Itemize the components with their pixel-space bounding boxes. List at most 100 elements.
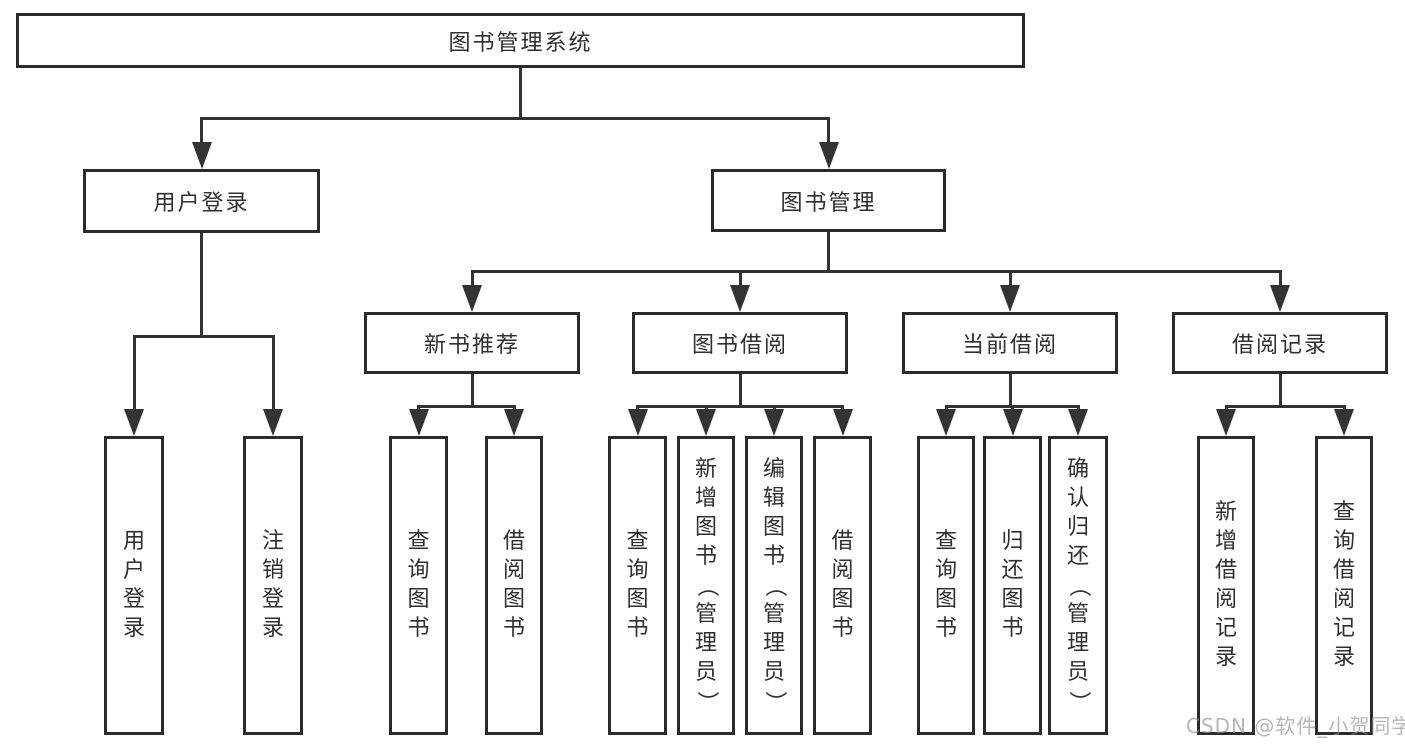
arrowhead-down-icon [263, 409, 283, 436]
diagram-node-nb_query: 查询图书 [389, 436, 448, 735]
node-label-char: 询 [626, 558, 649, 583]
node-label-char: 管 [762, 601, 785, 627]
node-label-char: 查 [934, 529, 957, 554]
node-label-char: 借 [831, 529, 854, 554]
edge-drop-bookmgmt [827, 117, 830, 146]
node-label-char: 注 [261, 529, 284, 554]
node-label-char: 书 [934, 616, 957, 641]
node-label-char: （ [1066, 574, 1091, 597]
node-label-char: 书 [762, 543, 785, 569]
arrowhead-down-icon [1334, 409, 1354, 436]
diagram-node-br_add: 新增借阅记录 [1197, 436, 1255, 735]
node-label-char: 归 [1001, 529, 1024, 554]
arrowhead-down-icon [1068, 409, 1088, 436]
arrowhead-down-icon [696, 409, 716, 436]
diagram-node-bb_edit: 编辑图书（管理员） [745, 436, 803, 735]
node-label-char: 还 [1066, 543, 1089, 569]
node-label-char: 书 [694, 543, 717, 569]
node-label-char: 认 [1066, 485, 1089, 511]
node-label-char: 录 [122, 616, 145, 641]
node-label-char: 编 [762, 456, 785, 482]
arrowhead-down-icon [832, 409, 853, 436]
node-label-char: 图 [502, 587, 525, 612]
arrowhead-down-icon [730, 285, 750, 312]
arrowhead-down-icon [191, 142, 212, 169]
edge-trunk-newbook [417, 405, 516, 408]
node-label-char: 归 [1066, 514, 1089, 540]
diagram-node-userlogin: 用户登录 [104, 436, 164, 735]
node-label-char: 查 [1332, 500, 1355, 525]
node-label-char: 用 [122, 529, 145, 554]
arrowhead-down-icon [408, 409, 429, 436]
node-label-char: 书 [407, 616, 430, 641]
node-label-char: 录 [1332, 645, 1355, 670]
diagram-node-cb_return: 归还图书 [983, 436, 1042, 735]
node-label: 图书管理系统 [448, 30, 593, 56]
node-label-char: 借 [1332, 558, 1355, 583]
arrowhead-down-icon [627, 409, 648, 436]
node-label-char: 管 [1066, 601, 1089, 627]
node-label-char: ） [1066, 690, 1091, 713]
diagram-node-borrowrec: 借阅记录 [1172, 312, 1388, 374]
node-label-char: 新 [694, 456, 717, 482]
node-label: 当前借阅 [961, 333, 1058, 358]
diagram-node-bookmgmt: 图书管理 [711, 169, 946, 232]
node-label-char: 理 [1066, 630, 1089, 656]
edge-trunk-bookborrow [636, 405, 844, 408]
node-label-char: 图 [831, 587, 854, 612]
node-label-char: 书 [1001, 616, 1024, 641]
node-label-char: 登 [261, 587, 284, 612]
arrowhead-down-icon [936, 409, 956, 436]
node-label-char: 员 [762, 659, 785, 685]
node-label-char: 员 [694, 659, 717, 685]
node-label: 用户登录 [153, 191, 250, 216]
diagram-node-logout: 注销登录 [243, 436, 303, 735]
edge-drop-borrowrec [1278, 270, 1282, 289]
node-label-char: 录 [1214, 645, 1237, 670]
node-label: 新书推荐 [423, 333, 520, 358]
edge-trunk-borrowrec [1224, 405, 1346, 408]
node-label-char: 阅 [1214, 587, 1237, 612]
edge-drop-logout [271, 335, 275, 413]
edge-trunk-login [132, 335, 275, 338]
node-label-char: 询 [1332, 529, 1355, 554]
node-label: 借阅记录 [1231, 333, 1328, 358]
edge-drop-newbook [470, 270, 474, 289]
diagram-node-bb_query: 查询图书 [608, 436, 667, 735]
node-label: 图书借阅 [691, 333, 788, 358]
node-label-char: 借 [502, 529, 525, 554]
watermark-text: CSDN @软件_小贺同学 [1186, 714, 1405, 738]
arrowhead-down-icon [818, 142, 839, 169]
diagram-node-newbook: 新书推荐 [364, 312, 580, 374]
node-label-char: 还 [1001, 558, 1024, 583]
edge-stem-newbook [470, 374, 474, 408]
node-label-char: 确 [1066, 456, 1089, 482]
diagram-node-login: 用户登录 [83, 169, 320, 233]
diagram-node-nb_borrow: 借阅图书 [485, 436, 543, 735]
node-label-char: 图 [762, 514, 785, 540]
edge-stem-bookborrow [738, 374, 742, 408]
node-label-char: 借 [1214, 558, 1237, 583]
arrowhead-down-icon [124, 409, 144, 436]
node-label-char: （ [694, 574, 719, 597]
node-label-char: 图 [934, 587, 957, 612]
node-label-char: 辑 [762, 485, 785, 511]
node-label-char: 理 [694, 630, 717, 656]
node-label-char: 查 [407, 529, 430, 554]
diagram-node-root: 图书管理系统 [16, 13, 1025, 68]
arrowhead-down-icon [462, 285, 482, 312]
node-label-char: 阅 [831, 558, 854, 583]
diagram-node-cb_query: 查询图书 [917, 436, 975, 735]
node-label-char: 增 [694, 485, 717, 511]
node-label-char: 新 [1214, 500, 1237, 525]
node-label-char: 图 [407, 587, 430, 612]
node-label-char: 询 [934, 558, 957, 583]
node-label-char: 员 [1066, 659, 1089, 685]
arrowhead-down-icon [1002, 409, 1023, 436]
node-label-char: ） [762, 690, 787, 713]
node-label-char: 图 [1001, 587, 1024, 612]
node-label-char: 阅 [1332, 587, 1355, 612]
node-label-char: 书 [502, 616, 525, 641]
node-label-char: 询 [407, 558, 430, 583]
edge-drop-userlogin [132, 335, 136, 413]
